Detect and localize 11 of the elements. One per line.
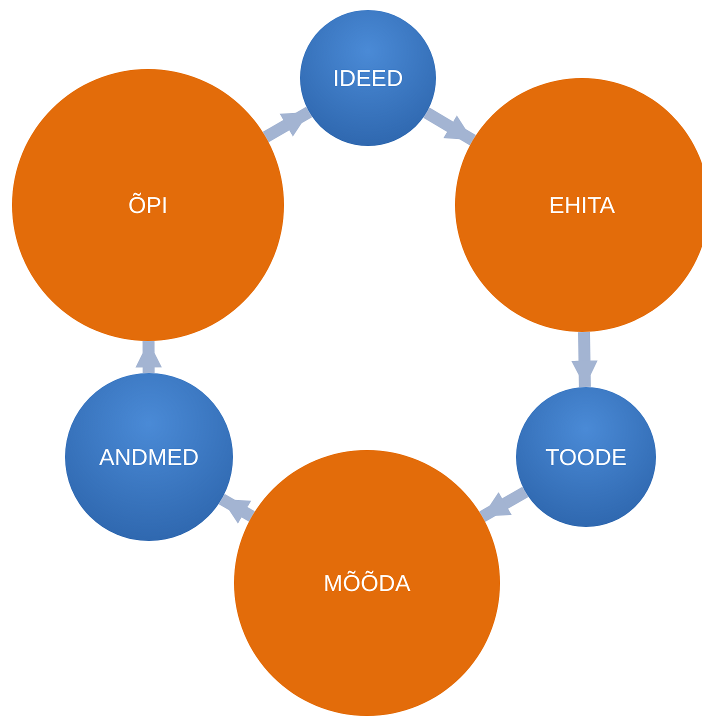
node-label: TOODE xyxy=(545,444,627,470)
node-label: EHITA xyxy=(548,192,616,218)
node-label: ANDMED xyxy=(99,444,199,470)
node-label: ÕPI xyxy=(128,192,168,218)
block-arrow xyxy=(571,332,598,388)
block-arrow xyxy=(262,106,312,142)
node-label: IDEED xyxy=(332,64,404,92)
block-arrow xyxy=(135,340,162,374)
block-arrow xyxy=(479,486,528,522)
block-arrow xyxy=(423,108,476,146)
node-label: MÕÕDA xyxy=(324,570,410,596)
